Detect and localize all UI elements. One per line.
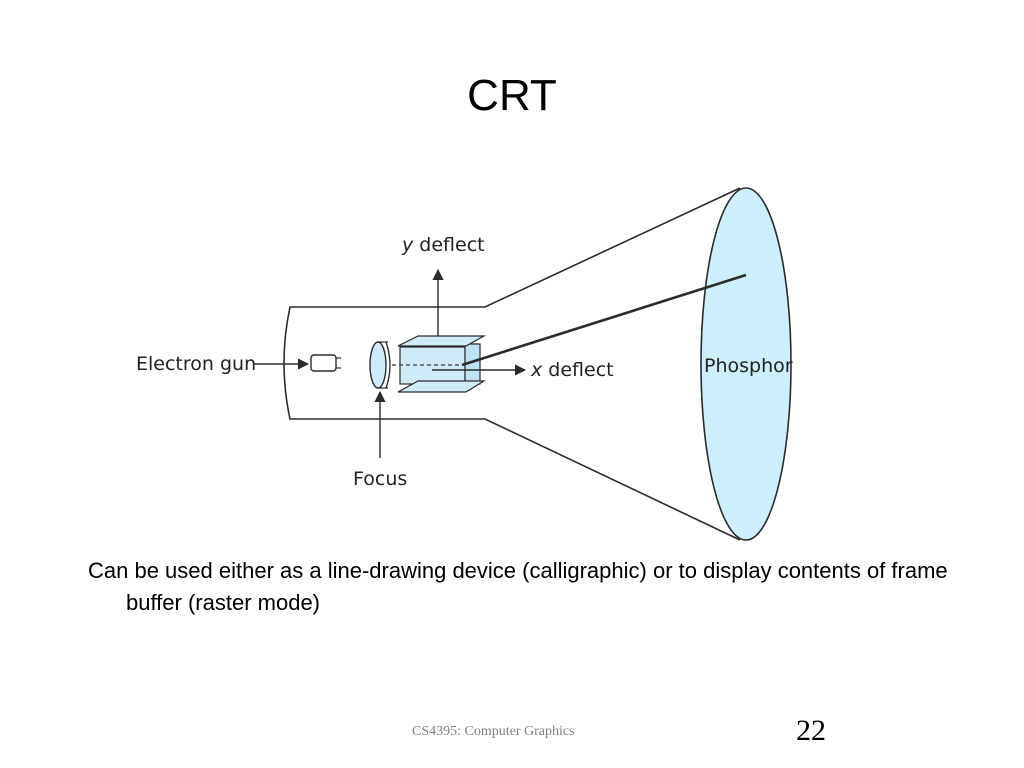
footer-course: CS4395: Computer Graphics [412,724,575,739]
y-deflect-label: y deflect [401,234,485,256]
electron-beam [461,273,747,367]
slide-title: CRT [467,71,557,120]
y-deflect-plate-bottom [397,380,487,393]
crt-tube-outline [283,187,741,541]
x-deflect-plates [399,346,466,385]
phosphor-label: Phosphor [704,355,793,377]
focus-lens-rim [385,341,391,389]
phosphor-screen [700,187,792,541]
electron-gun-label: Electron gun [136,353,256,375]
x-deflect-label: x deflect [530,359,614,381]
focus-lens [369,341,387,389]
page-number: 22 [796,714,826,747]
body-text: Can be used either as a line-drawing dev… [88,558,948,615]
y-deflect-plate-top [397,335,487,347]
focus-label: Focus [353,468,407,490]
electron-gun-body [310,354,337,372]
